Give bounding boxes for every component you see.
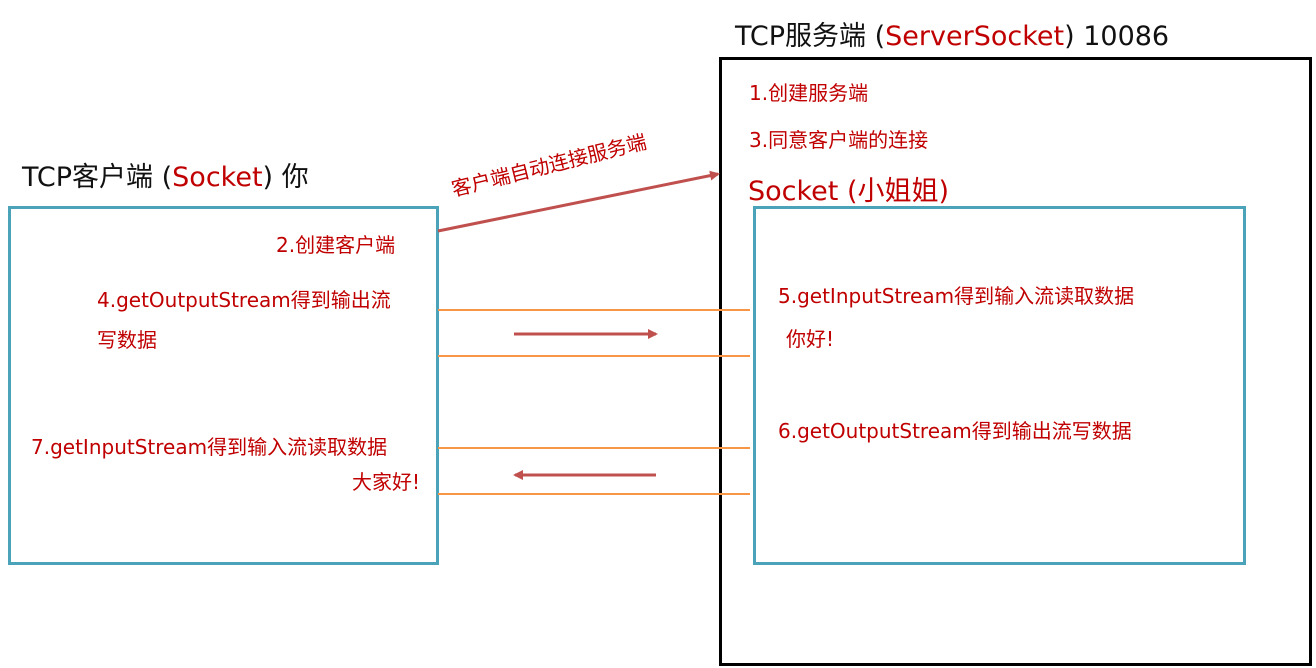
server-step-accept: 3.同意客户端的连接 <box>749 128 929 152</box>
server-socket-box <box>753 206 1246 565</box>
server-title: TCP服务端 (ServerSocket) 10086 <box>735 14 1169 53</box>
client-title-socket: Socket <box>172 162 263 193</box>
client-step-output-line1: 4.getOutputStream得到输出流 <box>97 288 391 312</box>
server-step-create: 1.创建服务端 <box>749 81 869 105</box>
server-box <box>719 57 1312 666</box>
connection-arrow <box>437 170 720 233</box>
server-title-suffix: ) 10086 <box>1064 21 1170 52</box>
client-step-input: 7.getInputStream得到输入流读取数据 <box>31 435 388 459</box>
client-title: TCP客户端 (Socket) 你 <box>22 155 309 194</box>
client-title-suffix: ) 你 <box>262 162 309 193</box>
client-step-output-line2: 写数据 <box>97 328 157 352</box>
server-title-serversocket: ServerSocket <box>885 21 1065 52</box>
server-step-output: 6.getOutputStream得到输出流写数据 <box>778 419 1132 443</box>
server-step-input: 5.getInputStream得到输入流读取数据 <box>778 284 1135 308</box>
server-title-prefix: TCP服务端 ( <box>735 21 886 52</box>
server-socket-label: Socket (小姐姐) <box>748 176 950 207</box>
client-title-prefix: TCP客户端 ( <box>22 162 173 193</box>
client-step-create: 2.创建客户端 <box>276 233 396 257</box>
client-box <box>8 206 439 565</box>
server-received-message: 你好! <box>786 327 835 351</box>
client-received-message: 大家好! <box>352 470 421 494</box>
